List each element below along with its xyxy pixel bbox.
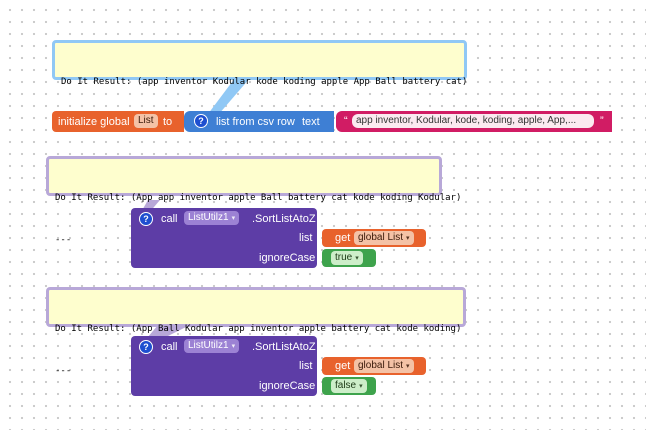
get-global-block-1[interactable]: get global List▾ <box>322 229 426 247</box>
help-icon[interactable]: ? <box>194 114 208 128</box>
boolean-dropdown[interactable]: false▾ <box>331 379 367 393</box>
component-name: ListUtilz1 <box>188 340 229 351</box>
ignorecase-param-label: ignoreCase <box>259 252 316 264</box>
method-label: .SortListAtoZ <box>252 341 316 353</box>
text-param-label: text <box>302 116 320 128</box>
chevron-down-icon: ▾ <box>355 255 359 262</box>
boolean-block-2[interactable]: false▾ <box>322 377 376 395</box>
boolean-value: true <box>335 252 353 263</box>
chevron-down-icon: ▾ <box>359 383 363 390</box>
do-it-result-bubble-1: Do It Result: (app inventor Kodular kode… <box>52 40 467 129</box>
to-label: to <box>163 116 173 128</box>
boolean-block-1[interactable]: true▾ <box>322 249 376 267</box>
string-value-field[interactable]: app inventor, Kodular, kode, koding, app… <box>352 114 594 128</box>
variable-name: global List <box>358 232 404 243</box>
initialize-global-block[interactable]: initialize global List to <box>52 111 184 132</box>
do-it-result-bubble-2: Do It Result: (App app inventor apple Ba… <box>46 156 461 245</box>
component-name: ListUtilz1 <box>188 212 229 223</box>
chevron-down-icon: ▾ <box>231 343 236 350</box>
method-label: .SortListAtoZ <box>252 213 316 225</box>
result-separator: --- <box>55 235 72 245</box>
boolean-dropdown[interactable]: true▾ <box>331 251 363 265</box>
call-label: call <box>161 341 178 353</box>
global-name-value: List <box>138 115 154 126</box>
chevron-down-icon: ▾ <box>231 215 236 222</box>
chevron-down-icon: ▾ <box>406 363 410 370</box>
variable-dropdown[interactable]: global List▾ <box>354 359 414 373</box>
open-quote: “ <box>344 115 348 127</box>
help-icon[interactable]: ? <box>139 212 153 226</box>
init-label: initialize global <box>58 116 130 128</box>
do-it-result-bubble-3: Do It Result: (App Ball Kodular app inve… <box>46 287 466 376</box>
global-name-field[interactable]: List <box>134 114 158 128</box>
get-label: get <box>335 232 351 244</box>
get-global-block-2[interactable]: get global List▾ <box>322 357 426 375</box>
call-label: call <box>161 213 178 225</box>
string-value: app inventor, Kodular, kode, koding, app… <box>356 115 577 126</box>
list-param-label: list <box>299 232 313 244</box>
ignorecase-param-label: ignoreCase <box>259 380 316 392</box>
component-dropdown[interactable]: ListUtilz1▾ <box>184 211 240 225</box>
variable-name: global List <box>358 360 404 371</box>
component-dropdown[interactable]: ListUtilz1▾ <box>184 339 240 353</box>
variable-dropdown[interactable]: global List▾ <box>354 231 414 245</box>
help-icon[interactable]: ? <box>139 340 153 354</box>
chevron-down-icon: ▾ <box>406 235 410 242</box>
sort-list-block-1[interactable]: ? call ListUtilz1▾ .SortListAtoZ list ig… <box>131 208 317 268</box>
close-quote: ” <box>600 115 604 127</box>
result-text: Do It Result: (App app inventor apple Ba… <box>55 193 462 203</box>
result-text: Do It Result: (app inventor Kodular kode… <box>61 77 468 87</box>
csv-label: list from csv row <box>216 116 295 128</box>
boolean-value: false <box>335 380 357 391</box>
get-label: get <box>335 360 351 372</box>
list-param-label: list <box>299 360 313 372</box>
list-from-csv-row-block[interactable]: ? list from csv row text <box>184 111 334 132</box>
result-separator: --- <box>55 366 72 376</box>
text-string-block[interactable]: “ app inventor, Kodular, kode, koding, a… <box>336 111 612 132</box>
result-text: Do It Result: (App Ball Kodular app inve… <box>55 324 462 334</box>
sort-list-block-2[interactable]: ? call ListUtilz1▾ .SortListAtoZ list ig… <box>131 336 317 396</box>
